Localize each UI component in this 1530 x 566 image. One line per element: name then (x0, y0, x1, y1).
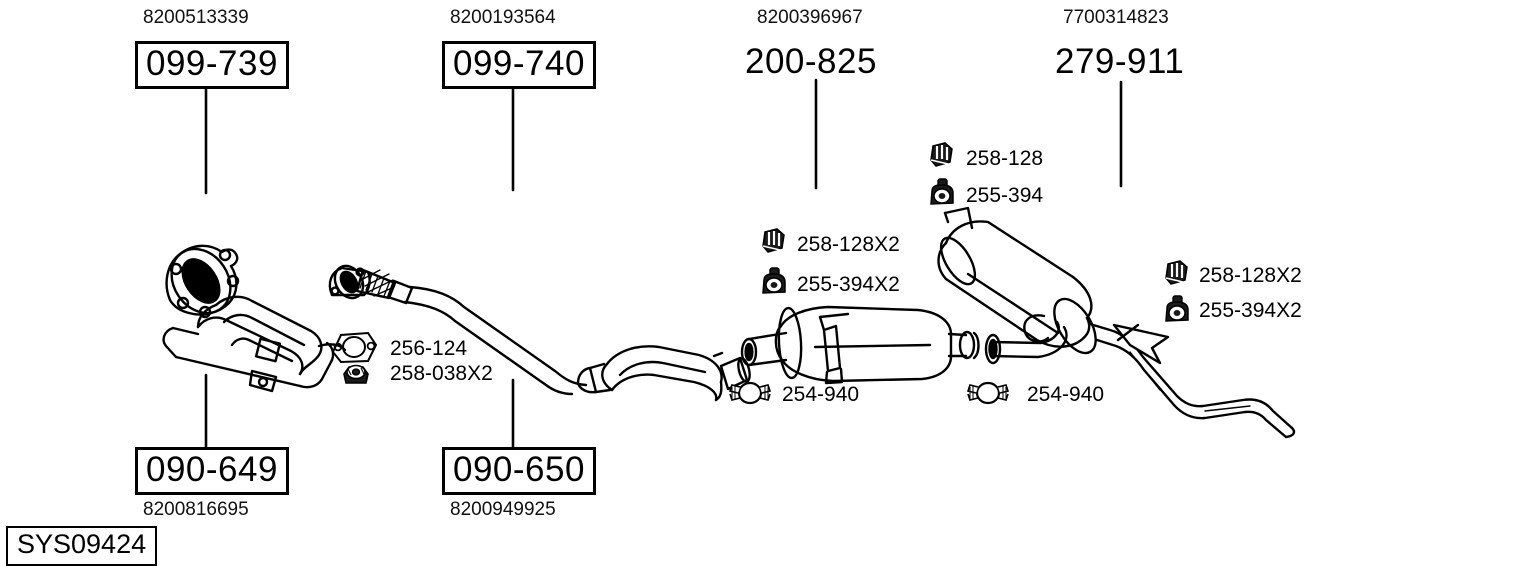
oem-number: 8200193564 (450, 7, 556, 28)
leader-lines (204, 78, 1123, 449)
oem-number: 8200513339 (143, 7, 249, 28)
part-ref-255-394X2[interactable]: 255-394X2 (1199, 299, 1302, 322)
bracket-clamp-icon (928, 140, 956, 175)
part-ref-255-394X2[interactable]: 255-394X2 (797, 273, 900, 296)
part-ref-258-038X2[interactable]: 258-038X2 (390, 362, 493, 385)
part-code-279-911[interactable]: 279-911 (1055, 42, 1185, 81)
oem-number: 8200949925 (450, 499, 556, 520)
oem-number: 8200396967 (757, 7, 863, 28)
part-ref-258-128X2[interactable]: 258-128X2 (797, 233, 900, 256)
part-front-pipe-catalyst (328, 264, 751, 402)
gasket-icon (328, 330, 380, 369)
part-ref-258-128[interactable]: 258-128 (966, 147, 1044, 170)
rubber-mount-icon (758, 266, 790, 303)
part-centre-silencer (740, 305, 980, 385)
part-code-090-649[interactable]: 090-649 (135, 447, 289, 495)
pipe-clamp-icon (726, 380, 774, 411)
nut-icon (340, 362, 372, 395)
oem-number: 8200816695 (143, 499, 249, 520)
bracket-clamp-icon (760, 226, 788, 261)
part-front-catalyst (162, 244, 347, 393)
part-ref-254-940[interactable]: 254-940 (782, 383, 860, 406)
part-ref-254-940[interactable]: 254-940 (1027, 383, 1105, 406)
bracket-clamp-icon (1163, 258, 1191, 293)
part-code-090-650[interactable]: 090-650 (442, 447, 596, 495)
rubber-mount-icon (926, 177, 958, 214)
part-code-099-739[interactable]: 099-739 (135, 41, 289, 89)
rubber-mount-icon (1161, 294, 1193, 331)
part-rear-silencer (937, 206, 1296, 439)
part-ref-255-394[interactable]: 255-394 (966, 184, 1044, 207)
system-code-box[interactable]: SYS09424 (6, 526, 158, 566)
part-ref-256-124[interactable]: 256-124 (390, 337, 468, 360)
part-code-200-825[interactable]: 200-825 (745, 42, 877, 81)
oem-number: 7700314823 (1063, 7, 1169, 28)
pipe-clamp-icon (964, 380, 1012, 411)
part-ref-258-128X2[interactable]: 258-128X2 (1199, 264, 1302, 287)
part-code-099-740[interactable]: 099-740 (442, 41, 596, 89)
